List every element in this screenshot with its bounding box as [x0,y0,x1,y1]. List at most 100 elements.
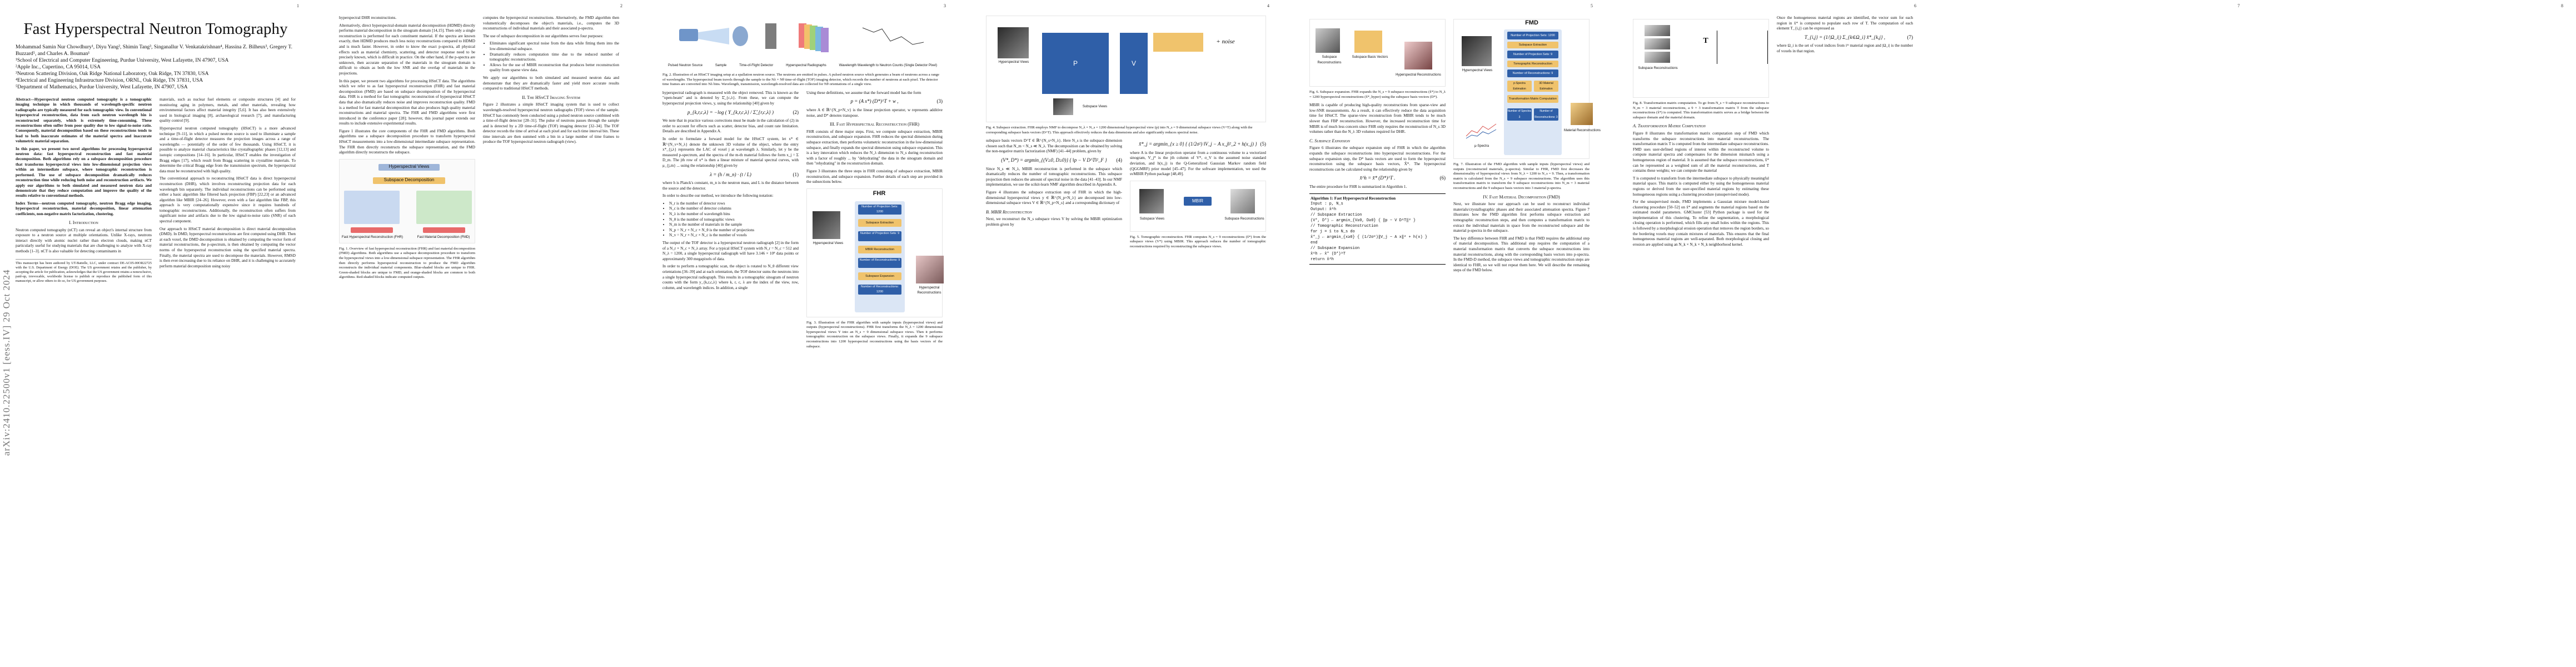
page-number: 6 [1914,3,1916,8]
hyperspectral-views-cube [998,27,1029,58]
paragraph: Figure 6 illustrates the subspace expans… [1309,146,1446,172]
fig4-right-label: Subspace Views [1082,105,1108,108]
author-list: Mohammad Samin Nur Chowdhury¹, Diyu Yang… [16,44,296,91]
column-right: x̂*_j = argmin_{x ≥ 0} { (1/2σ²) ‖V_j − … [1130,138,1266,252]
spectrum-curve-icon [1466,129,1497,139]
equation-body: p = (A x*) (D*)^T + w , [850,98,899,104]
paragraph: Alternatively, direct hyperspectral-doma… [339,23,475,76]
column-left: hyperspectral radiograph is measured wit… [662,91,799,352]
algorithm-line: Input : p, N_s [1311,201,1343,206]
page-number: 5 [1591,3,1593,8]
paragraph: We apply our algorithms to both simulate… [483,75,619,91]
equation-2: p_{k,r,c,λ} = −log ( Y_{k,r,c,λ} / Σ̂_{r… [687,109,799,115]
fmd-pipeline-panel [1504,29,1562,155]
fig1-fhr-branch [344,190,400,224]
column-left: Subspace Reconstructions Subspace Basis … [1309,16,1446,276]
column-left: Abstract—Hyperspectral neutron computed … [16,97,152,283]
page-number: 2 [620,3,622,8]
fig3-right-label: Hyperspectral Reconstructions [917,286,941,295]
affiliation-2: ²Apple Inc., Cupertino, CA 95014, USA [16,64,101,70]
list-item: Dramatically reduces computation time du… [490,52,619,63]
fig3-left-label: Hyperspectral Views [813,241,844,245]
paragraph: The key difference between FHR and FMD i… [1453,236,1590,273]
column-right: materials, such as nuclear fuel elements… [160,97,296,283]
paragraph: We note that in practice various correct… [662,118,799,134]
fig2-label: Wavelength Wavelength to Neutron Counts … [839,64,937,67]
paragraph: Once the homogeneous material regions ar… [1777,16,1913,31]
paragraph: where A ∈ ℝ^{N_p×N_v} is the linear proj… [806,107,943,118]
matrix-t [1717,31,1768,64]
hyperspectral-recon-cube [916,255,944,283]
paragraph: The entire procedure for FHR is summariz… [1309,184,1407,189]
algorithm-line: // Tomographic Reconstruction [1311,223,1378,228]
paragraph: Since N_s ≪ N_λ, MBIR reconstruction is … [986,166,1122,187]
affiliation-3: ³Neutron Scattering Division, Oak Ridge … [16,71,209,77]
paper-page-3: 3 Pulsed Neutron Source Sample Time-of-F… [647,0,958,667]
paragraph: Figure 8 illustrates the transformation … [1633,131,1769,173]
fig1-fmd-label: Fast Material Decomposition (FMD) [417,235,470,239]
fig1-hyperspectral-views: Hyperspectral Views [378,163,440,171]
algorithm-1: Algorithm 1: Fast Hyperspectral Reconstr… [1309,193,1446,265]
figure-4-subspace-extraction: Hyperspectral Views P V + noise Subspace… [986,16,1266,122]
sample-icon [733,26,748,46]
figure-7-caption: Fig. 7. Illustration of the FMD algorith… [1453,162,1590,190]
fig5-label: Subspace Views [1139,217,1165,221]
index-terms: Index Terms—neutron computed tomography,… [16,201,152,216]
paragraph: In order to formulate a forward model fo… [662,136,799,168]
page-number: 1 [297,3,299,8]
fig6-label: Subspace Reconstructions [1317,56,1342,64]
algorithm-line: // Subspace Extraction [1311,212,1362,217]
figure-5-caption: Fig. 5. Tomographic reconstruction. FHR … [1130,235,1266,248]
mu-spectra-plot [1466,123,1497,139]
paragraph: hyperspectral DHR reconstructions. [339,16,397,20]
spectrum-curve-icon [1466,123,1497,137]
section-heading: II. The HSnCT Imaging System [522,94,580,100]
paragraph: T is computed to transform from the inte… [1633,176,1769,197]
fig2-label: Time-of-Flight Detector [739,64,774,67]
subspace-recon-stack [1645,25,1670,36]
hyperspectral-views-cube [1462,36,1492,66]
hyperspectral-views-cube [813,211,840,239]
page-number: 3 [944,3,946,8]
section-heading: III. Fast Hyperspectral Reconstruction (… [829,122,920,127]
list-item: Eliminates significant spectral noise fr… [490,41,619,52]
paragraph: The use of subspace decomposition in our… [483,33,604,38]
matrix-p [1042,33,1109,94]
fig2-label: Sample [715,64,727,67]
matrix-label: P [1073,59,1078,67]
fhr-step: Number of Projection Sets: 9 [858,231,901,241]
page-number: 4 [1267,3,1269,8]
fig2-label: Hyperspectral Radiographs [786,64,826,67]
footnote: This manuscript has been authored by UT-… [16,258,152,283]
fhr-step: Number of Projection Sets: 1200 [858,204,901,215]
paragraph: where h is Planck's constant, m_n is the… [662,181,799,191]
paragraph: where Ω_i is the set of voxel indices fr… [1777,43,1913,53]
algorithm-line: Output: x̂^h [1311,207,1337,212]
fhr-step: MBIR Reconstruction [858,245,901,253]
figure-3-caption: Fig. 3. Illustration of the FHR algorith… [806,320,943,349]
paragraph: The conventional approach to reconstruct… [160,176,296,224]
column-right: Using these definitions, we assume that … [806,91,944,352]
neutron-source-icon [679,29,698,41]
algorithm-line: (V*, D*) ← argmin_{V≥0, D≥0} { ‖p − V D^… [1311,218,1416,223]
fmd-title: FMD [1525,19,1538,26]
fmd-step: Tomographic Reconstruction [1507,61,1558,67]
fig6-label: Hyperspectral Reconstructions [1396,73,1441,77]
equation-7: T_{i,j} = (1/|Ω_i|) Σ_{k∈Ω_i} x̂*_{k,j} … [1804,34,1913,40]
radiograph-stack-icon [821,28,829,52]
algorithm-line: end [1311,240,1318,245]
paragraph: FHR consists of three major steps. First… [806,129,943,166]
figure-3-fhr: FHR Number of Projection Sets: 1200 Subs… [806,188,944,317]
subsection-heading: A. Transformation Matrix Computation [1633,123,1706,129]
imaging-setup-drawing [679,23,924,52]
matrix-d [1153,33,1203,52]
fmd-step: p-Spectra Estimation [1507,81,1532,92]
algorithm-line: for j = 1 to N_s do [1311,229,1355,234]
figure-5-mbir: Subspace Views MBIR Subspace Reconstruct… [1130,180,1266,232]
paper-page-6: 6 Subspace Reconstructions T Fig. 8. Tra… [1617,0,1929,667]
figure-2-imaging-setup: Pulsed Neutron Source Sample Time-of-Fli… [662,17,943,69]
subspace-views-cube [1053,98,1073,115]
fmd-step: Number of Projection Sets: 1200 [1507,32,1558,39]
equation-1: λ = (h / m_n) · (t / L)(1) [710,171,799,177]
algorithm-line: return x̂^h [1311,257,1334,262]
